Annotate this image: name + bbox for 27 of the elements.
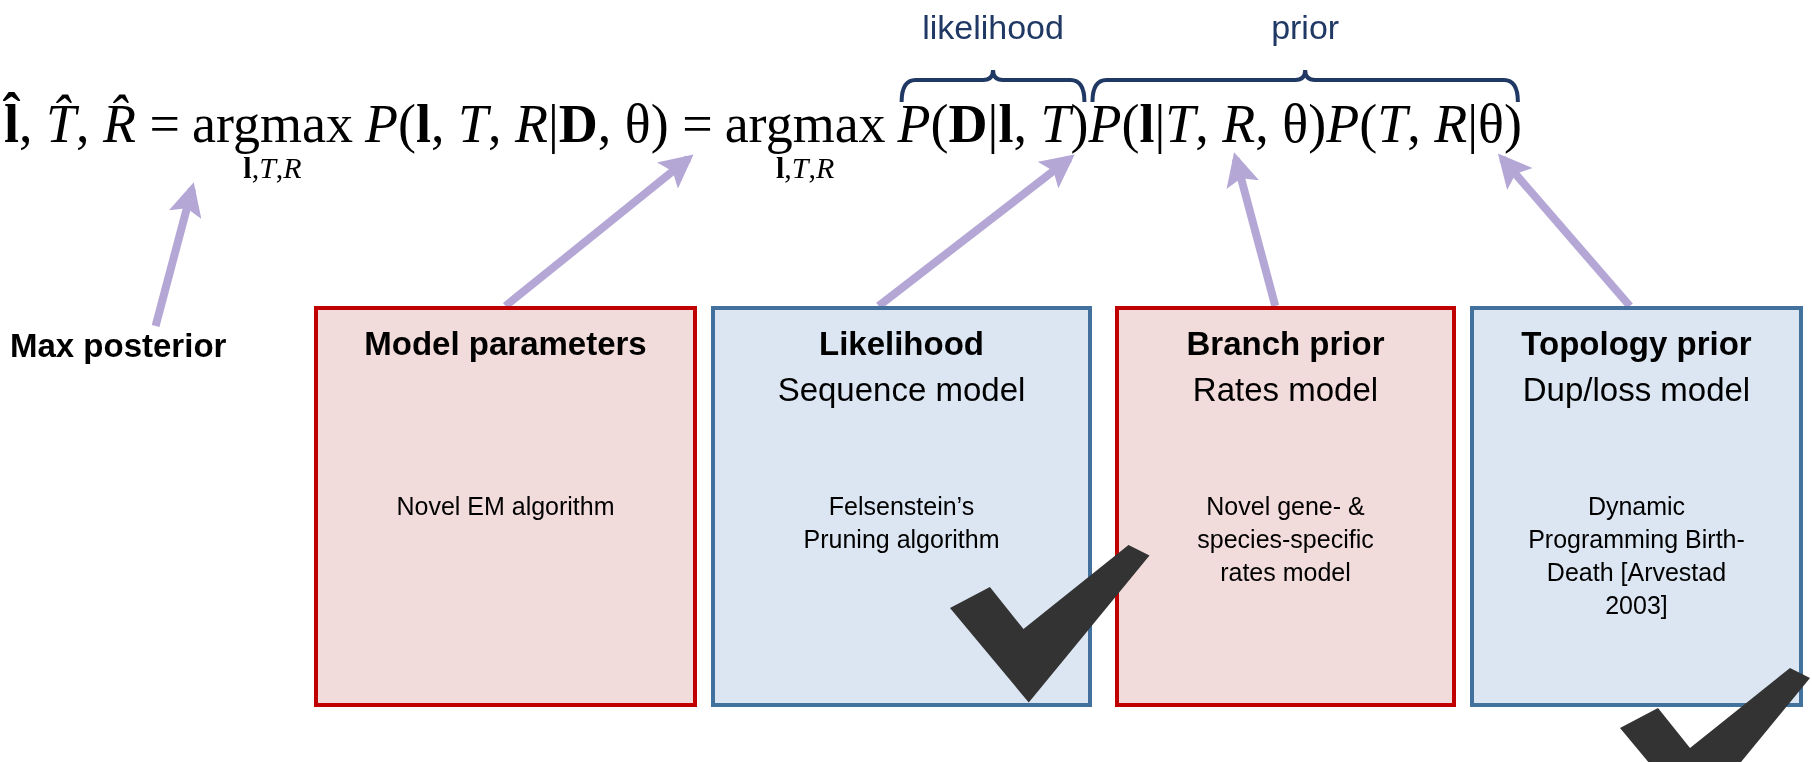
arrow (1497, 153, 1633, 309)
formula-term: P(l|T, R, θ) (1088, 96, 1327, 153)
subheading: Sequence model (776, 370, 1027, 410)
model-box (1470, 306, 1803, 707)
heading: Topology prior (1520, 324, 1753, 364)
brace-label: likelihood (922, 8, 1064, 47)
argmax-operator: argmax (724, 96, 886, 153)
arrow (1226, 152, 1280, 308)
description: Novel EM algorithm (395, 491, 616, 522)
heading: Branch prior (1185, 324, 1386, 364)
heading: Likelihood (818, 324, 985, 364)
subheading: Dup/loss model (1521, 370, 1752, 410)
arrow (151, 182, 202, 328)
argmax-operator: argmax (192, 96, 353, 153)
description: Dynamic Programming Birth-Death [Arvestad 2003] (1527, 491, 1746, 621)
formula-term: P(l, T, R|D, θ) = (365, 96, 713, 153)
model-box (314, 306, 697, 707)
brace-label: prior (1271, 8, 1340, 47)
heading: Model parameters (363, 324, 648, 364)
model-box (1115, 306, 1456, 707)
formula-term: P(D|l, T) (897, 96, 1089, 153)
model-box (711, 306, 1092, 707)
subheading: Rates model (1191, 370, 1380, 410)
node-label: Max posterior (10, 326, 228, 366)
description: Felsenstein’s Pruning algorithm (802, 491, 1001, 555)
formula-term: P(T, R|θ) (1326, 96, 1522, 153)
description: Novel gene- & species-specific rates model (1196, 491, 1375, 588)
